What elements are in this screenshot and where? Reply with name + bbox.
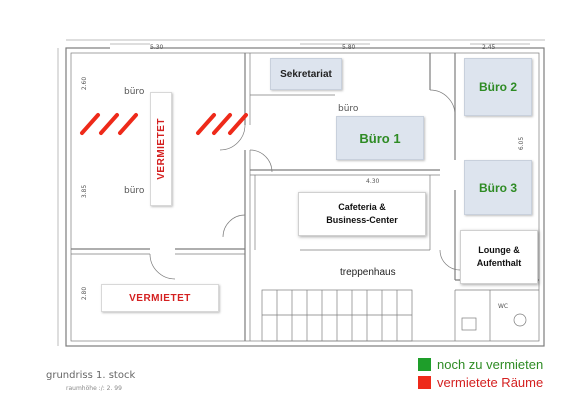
wc-fixture: [513, 313, 527, 327]
rented-label-vertical: VERMIETET: [150, 92, 172, 206]
room-sekretariat: Sekretariat: [270, 58, 342, 90]
rented-hatch-marks: [80, 113, 248, 135]
room-cafeteria: Cafeteria & Business-Center: [298, 192, 426, 236]
legend-available-label: noch zu vermieten: [437, 357, 544, 372]
room-label-treppenhaus: treppenhaus: [340, 267, 396, 278]
hatch-mark: [196, 113, 216, 135]
dimension-label: 4.30: [366, 178, 380, 185]
door-arc: [429, 89, 456, 116]
room-label-buero-mid: büro: [124, 186, 145, 196]
door-arc: [149, 253, 176, 280]
room-label-wc: WC: [498, 303, 509, 310]
dimension-label: 6.05: [518, 136, 526, 151]
hatch-mark: [118, 113, 138, 135]
hatch-mark: [228, 113, 248, 135]
door-arc: [249, 149, 273, 173]
room-buero-3: Büro 3: [464, 160, 532, 215]
room-label-buero-top: büro: [124, 87, 145, 97]
dimension-label: 2.45: [482, 44, 496, 51]
dimension-label: 2.60: [81, 76, 89, 91]
dimension-label: 3.85: [81, 184, 89, 199]
plan-caption: grundriss 1. stock: [46, 370, 136, 381]
door-arc: [439, 249, 461, 271]
hatch-mark: [80, 113, 100, 135]
door-arc: [219, 124, 246, 151]
dimension-label: 5.80: [342, 44, 356, 51]
rented-label-vertical-text: VERMIETET: [155, 118, 167, 180]
rented-label-bottom: VERMIETET: [101, 284, 219, 312]
sink-fixture: [461, 317, 477, 331]
legend-available: noch zu vermieten: [418, 357, 543, 372]
legend-swatch-green: [418, 358, 431, 371]
legend-rented-label: vermietete Räume: [437, 375, 544, 390]
dimension-label: 2.80: [81, 286, 89, 301]
hatch-mark: [212, 113, 232, 135]
legend-swatch-red: [418, 376, 431, 389]
dimension-label: 5.30: [150, 44, 164, 51]
room-lounge: Lounge & Aufenthalt: [460, 230, 538, 284]
room-buero-1: Büro 1: [336, 116, 424, 160]
hatch-mark: [99, 113, 119, 135]
outer-wall: [65, 47, 545, 347]
door-arc: [222, 214, 246, 238]
legend-rented: vermietete Räume: [418, 375, 543, 390]
staircase: [261, 289, 413, 342]
room-label-buero-center: büro: [338, 104, 359, 114]
room-buero-2: Büro 2: [464, 58, 532, 116]
plan-sub-caption: raumhöhe :/: 2. 99: [66, 385, 122, 392]
